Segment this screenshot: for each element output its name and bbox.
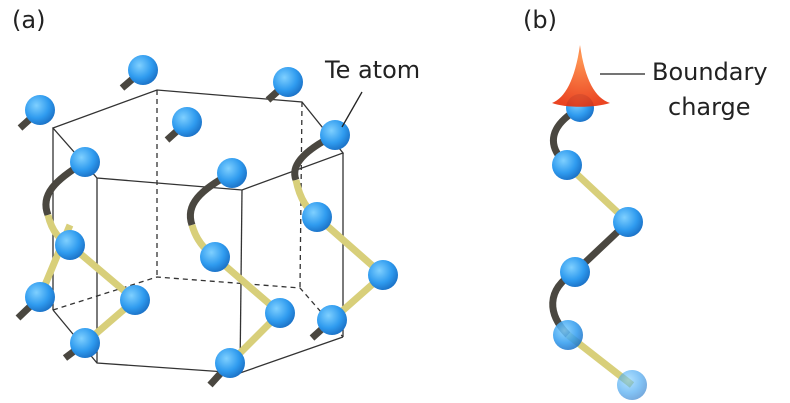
- boundary-charge-label-line2: charge: [668, 93, 751, 121]
- te-atoms: [25, 55, 647, 400]
- panel-b-label: (b): [523, 6, 557, 34]
- boundary-charge-label-line1: Boundary: [652, 58, 768, 86]
- te-atom-leader-line: [341, 91, 363, 128]
- panel-a-label: (a): [12, 6, 46, 34]
- te-atom-label: Te atom: [325, 56, 421, 84]
- boundary-charge-cone: [552, 45, 610, 107]
